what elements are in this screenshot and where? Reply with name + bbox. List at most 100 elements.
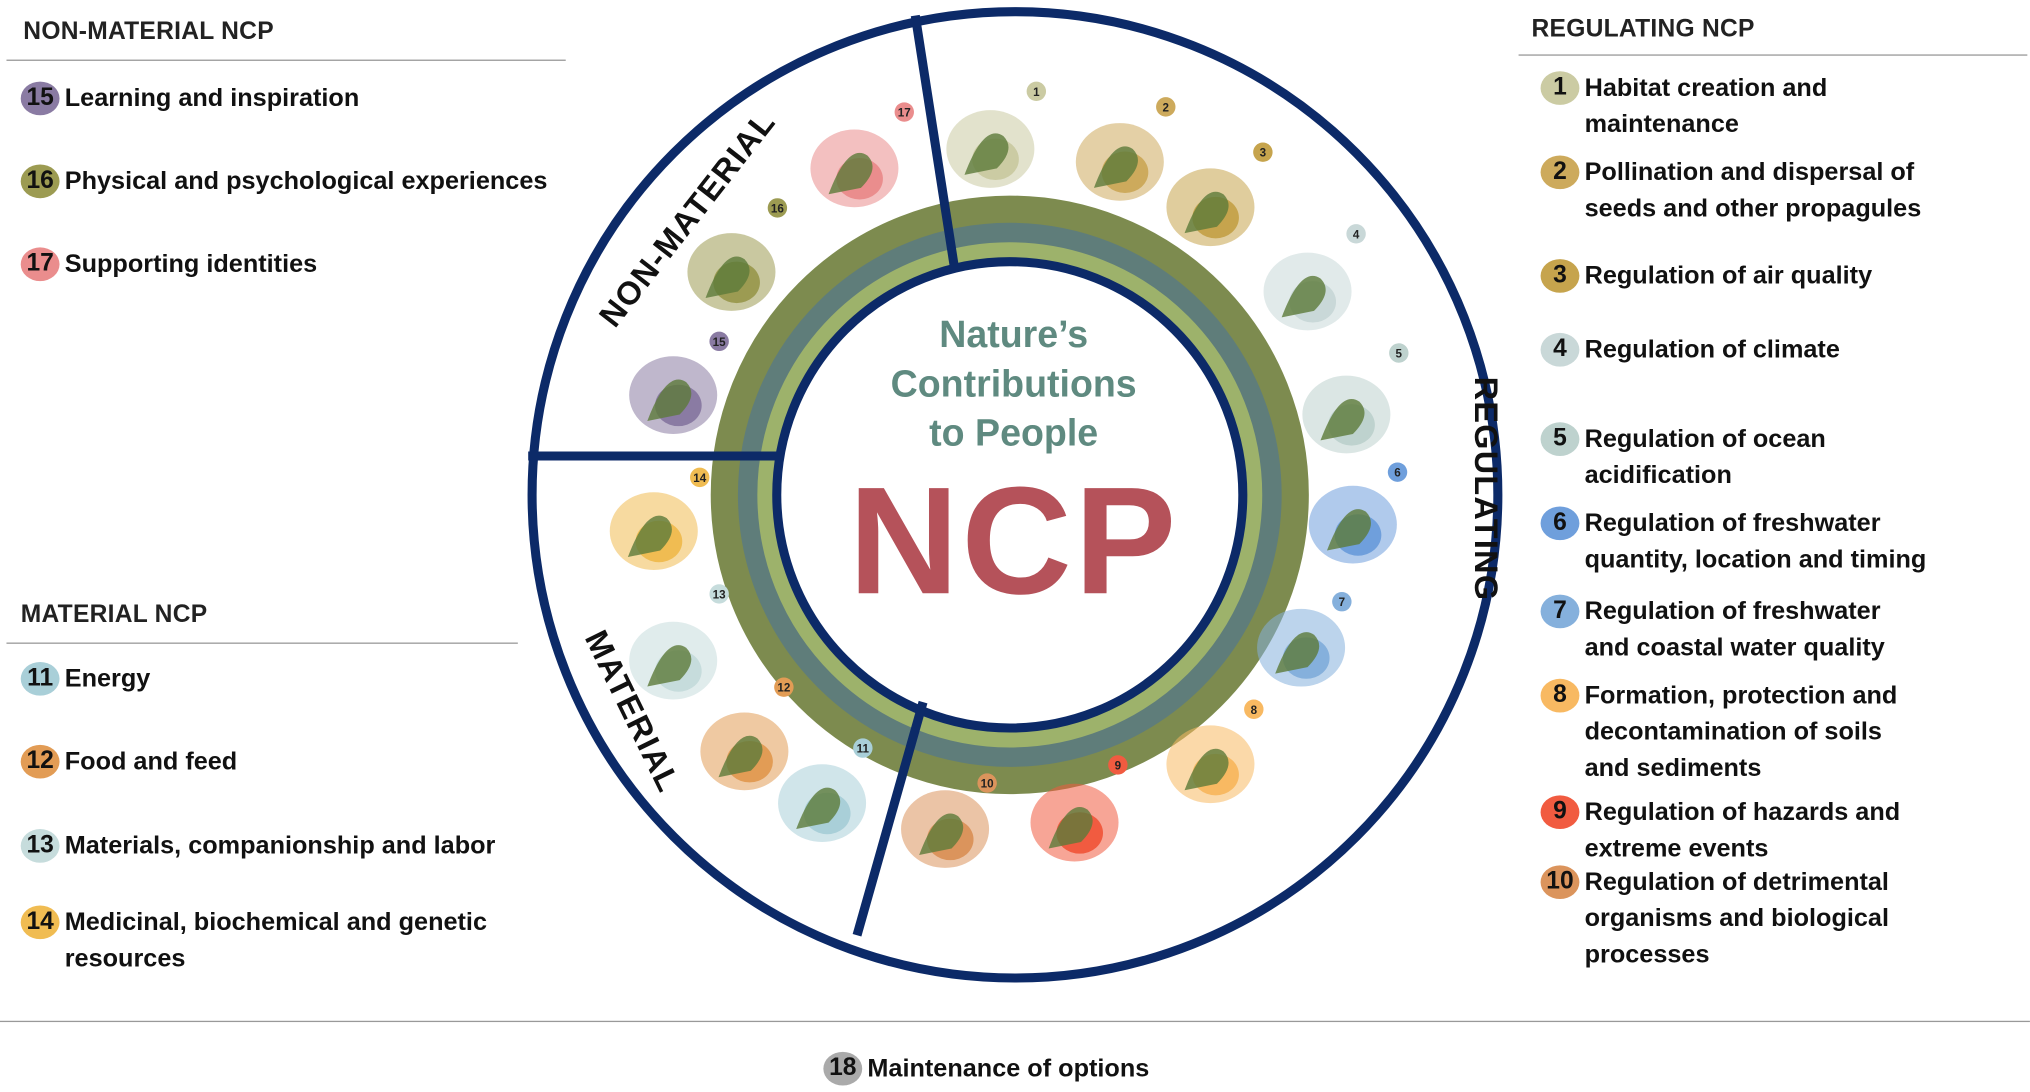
divider-material-regulating [852, 700, 928, 937]
ring-badge-5: 5 [1389, 343, 1409, 363]
ring-label-regulating: REGULATING [1467, 376, 1504, 602]
ring-badge-14: 14 [690, 467, 710, 488]
badge-18: 18 [823, 1051, 863, 1086]
illustration-17-icon [810, 129, 899, 208]
ncp-item-label: Medicinal, biochemical and genetic resou… [64, 908, 487, 973]
divider-nonmaterial-regulating [910, 14, 959, 267]
inner-circle [772, 257, 1248, 733]
badge-11: 11 [20, 661, 60, 696]
regulating-header: REGULATING NCP [1531, 15, 1755, 43]
ncp-item-label: Energy [64, 664, 151, 694]
ncp-item-label: Regulation of hazards and extreme events [1584, 797, 1901, 863]
material-header: MATERIAL NCP [20, 601, 208, 629]
illustration-3-icon [1166, 168, 1255, 247]
ring-badge-15: 15 [709, 331, 729, 352]
illustration-11-icon [778, 764, 867, 843]
ncp-item-label: Regulation of ocean acidification [1584, 424, 1826, 490]
illustration-9-icon [1030, 783, 1119, 862]
badge-3: 3 [1540, 259, 1580, 293]
illustration-2-icon [1075, 123, 1164, 201]
badge-16: 16 [20, 164, 60, 199]
badge-2: 2 [1540, 155, 1580, 190]
teal-ring [737, 222, 1282, 767]
ncp-item-label: Materials, companionship and labor [64, 831, 496, 861]
ring-badge-1: 1 [1026, 81, 1047, 102]
ncp-item-label: Habitat creation and maintenance [1584, 73, 1828, 139]
ring-badge-17: 17 [894, 102, 914, 122]
ring-badge-6: 6 [1387, 462, 1408, 482]
ring-badge-7: 7 [1332, 591, 1352, 612]
ncp-item-label: Regulation of freshwater and coastal wat… [1584, 597, 1885, 662]
illustration-15-icon [629, 356, 718, 434]
ring-badge-9: 9 [1108, 755, 1128, 775]
ring-badge-11: 11 [853, 738, 873, 758]
ncp-item-label: Physical and psychological experiences [64, 167, 548, 196]
illustration-6-icon [1308, 485, 1397, 564]
ncp-item-label: Regulation of detrimental organisms and … [1584, 867, 1889, 969]
ring-badge-12: 12 [774, 677, 794, 697]
outer-ring [527, 7, 1503, 983]
illustration-8-icon [1166, 725, 1255, 804]
illustration-10-icon [901, 790, 990, 868]
badge-12: 12 [20, 744, 60, 779]
center-title-line3: to People [929, 413, 1099, 455]
center-title-line1: Nature’s [939, 314, 1089, 357]
ncp-item-label: Supporting identities [64, 250, 318, 279]
badge-6: 6 [1540, 506, 1580, 541]
badge-4: 4 [1540, 332, 1580, 367]
divider [6, 59, 566, 61]
badge-14: 14 [20, 905, 60, 940]
illustration-16-icon [687, 233, 776, 311]
illustration-12-icon [700, 712, 789, 791]
badge-13: 13 [20, 829, 60, 863]
illustration-7-icon [1257, 608, 1346, 687]
badge-17: 17 [20, 247, 60, 282]
badge-15: 15 [20, 81, 60, 116]
badge-1: 1 [1540, 71, 1580, 105]
badge-7: 7 [1540, 594, 1580, 629]
ring-badge-16: 16 [767, 198, 788, 218]
ring-badge-10: 10 [977, 773, 997, 793]
badge-10: 10 [1540, 865, 1580, 900]
ring-badge-4: 4 [1346, 224, 1366, 244]
ncp-item-label: Regulation of air quality [1584, 261, 1873, 291]
divider [1518, 54, 2028, 56]
ring-badge-3: 3 [1253, 142, 1273, 162]
divider [6, 642, 518, 644]
ncp-item-label: Learning and inspiration [64, 84, 360, 113]
badge-5: 5 [1540, 422, 1580, 456]
ncp-item-label: Regulation of climate [1584, 335, 1840, 365]
olive-ring [710, 195, 1309, 795]
footer-divider [0, 1020, 2030, 1023]
illustration-13-icon [629, 621, 718, 700]
ncp-item-label: Pollination and dispersal of seeds and o… [1584, 158, 1922, 223]
ring-badge-2: 2 [1156, 97, 1176, 117]
ring-badge-8: 8 [1244, 699, 1264, 719]
footer-label: Maintenance of options [867, 1054, 1150, 1083]
ncp-item-label: Formation, protection and decontaminatio… [1584, 681, 1898, 783]
illustration-1-icon [946, 110, 1035, 188]
badge-8: 8 [1540, 678, 1580, 713]
illustration-14-icon [609, 492, 698, 570]
illustration-4-icon [1263, 252, 1352, 331]
non-material-header: NON-MATERIAL NCP [23, 18, 274, 46]
footer-item: 18 Maintenance of options [823, 1051, 1150, 1087]
ring-badge-13: 13 [709, 584, 729, 604]
badge-9: 9 [1540, 795, 1580, 830]
